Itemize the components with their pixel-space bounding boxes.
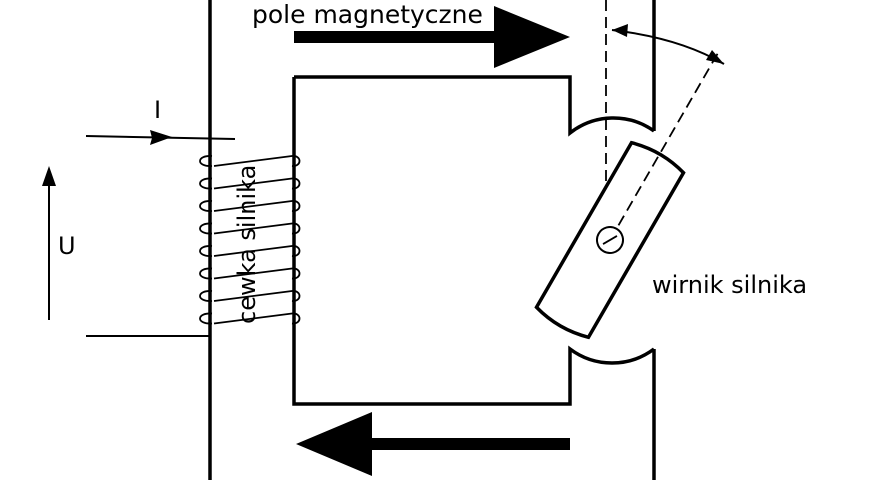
voltage-label: U (58, 232, 76, 260)
coil-turn-right (213, 245, 301, 257)
rotor-label: wirnik silnika (652, 271, 808, 299)
coil-turn-left (199, 200, 213, 212)
current-arrow-icon (150, 130, 172, 145)
coil-turn-right (213, 177, 301, 190)
coil-turn-right (213, 222, 301, 235)
coil-turn-right (213, 267, 301, 280)
coil-windings (199, 155, 301, 325)
coil-turn-left (199, 267, 213, 280)
coil-turn-left (199, 155, 213, 167)
coil-turn-right (213, 200, 301, 212)
coil-turn-left (199, 245, 213, 257)
rotor-shaft-mark (602, 235, 618, 245)
angle-arrow-left-icon (612, 24, 628, 37)
magnetic-field-label: pole magnetyczne (252, 0, 483, 29)
rotor (534, 53, 719, 340)
voltage-arrow-icon (42, 166, 56, 186)
coil-turn-left (199, 177, 213, 190)
flux-arrow-top (294, 6, 570, 68)
current-label: I (154, 96, 162, 124)
coil-label: cewka silnika (233, 164, 261, 324)
coil-turn-left (199, 312, 213, 325)
angle-arrow-right-icon (706, 50, 724, 64)
coil-turn-right (213, 155, 301, 167)
magnetic-core (208, 0, 656, 480)
coil-turn-left (199, 290, 213, 302)
flux-arrow-bottom (296, 412, 570, 476)
coil-turn-left (199, 222, 213, 235)
coil-turn-right (213, 312, 301, 325)
rotor-axis-line (609, 53, 719, 241)
coil-turn-right (213, 290, 301, 302)
